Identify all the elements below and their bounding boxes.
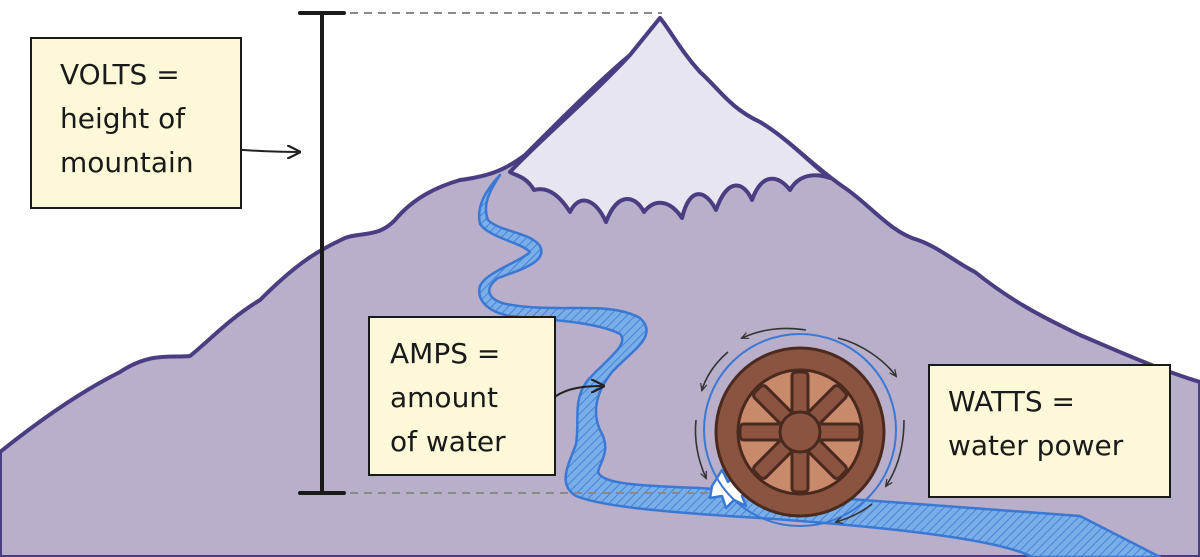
amps-label-line-2: amount: [390, 381, 499, 414]
splash-icon: [708, 468, 754, 510]
volts-label-line-2: height of: [60, 102, 186, 135]
snow-cap: [508, 16, 832, 224]
volts-label: VOLTS = height of mountain: [30, 37, 242, 209]
river: [477, 173, 1162, 557]
mountain: [0, 16, 1200, 557]
water-wheel: [703, 333, 897, 527]
amps-label-line-3: of water: [390, 425, 506, 458]
volts-label-line-1: VOLTS =: [60, 58, 180, 91]
watts-label-line-2: water power: [948, 429, 1124, 462]
watts-label: WATTS = water power: [928, 364, 1171, 498]
watts-label-line-1: WATTS =: [948, 385, 1075, 418]
rotation-arrows: [694, 327, 905, 522]
amps-label: AMPS = amount of water: [368, 316, 556, 476]
amps-label-line-1: AMPS =: [390, 337, 501, 370]
volts-label-line-3: mountain: [60, 146, 194, 179]
height-measure-bar: [298, 11, 346, 495]
